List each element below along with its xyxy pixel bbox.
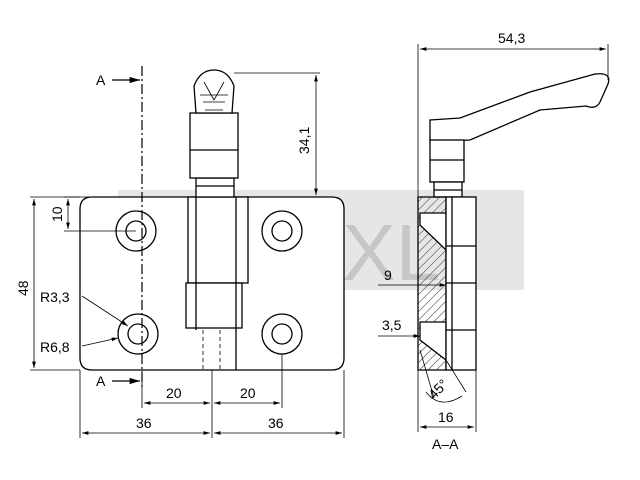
section-label-bottom: A — [96, 373, 106, 389]
dim-half-width-right: 36 — [268, 415, 284, 431]
section-label-top: A — [96, 72, 106, 88]
dim-spacing-left: 20 — [166, 385, 182, 401]
hinge-knuckle-bottom — [185, 282, 243, 329]
hinge-knuckle-top — [187, 196, 249, 284]
dim-spacing-right: 20 — [240, 385, 256, 401]
dim-half-width-left: 36 — [136, 415, 152, 431]
dim-handle-height: 34,1 — [296, 127, 312, 154]
dim-section-width: 16 — [438, 409, 454, 425]
dim-outer-radius: R6,8 — [40, 339, 70, 355]
clamping-lever-front — [189, 69, 239, 198]
side-view — [417, 73, 610, 371]
dim-inner-radius: R3,3 — [40, 289, 70, 305]
dim-countersink-depth: 3,5 — [382, 317, 402, 333]
side-dimensions: 54,3 9 3,5 45° 16 A–A — [378, 30, 609, 452]
dim-hole-edge: 10 — [49, 206, 65, 222]
clamping-lever-side — [429, 73, 610, 198]
section-caption: A–A — [432, 436, 459, 452]
dim-section-depth: 9 — [384, 267, 392, 283]
hole-top-right — [261, 210, 303, 252]
dim-height: 48 — [15, 280, 31, 296]
front-view: A A — [79, 66, 345, 390]
angle-arc — [425, 391, 463, 403]
hole-bottom-left — [117, 313, 159, 355]
front-dimensions: 34,1 10 48 R3,3 R6,8 20 20 36 36 — [15, 72, 345, 438]
dim-overall-width: 54,3 — [498, 30, 525, 46]
